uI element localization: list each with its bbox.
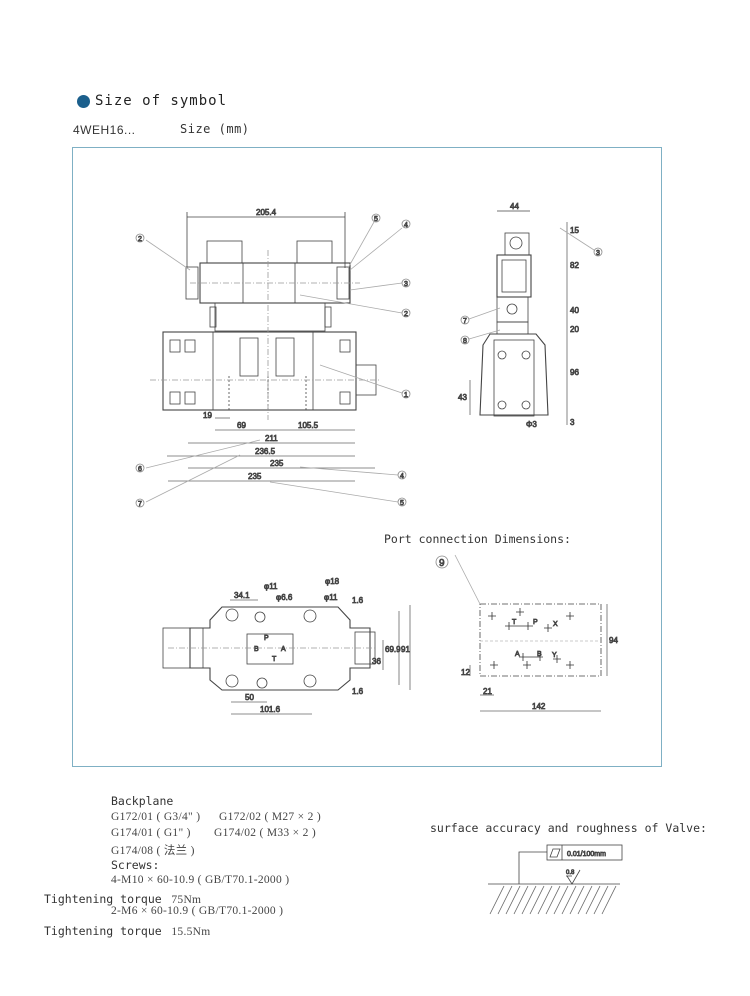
callout-number: 5: [400, 500, 404, 507]
callout-number: 6: [138, 466, 142, 473]
front-view: [145, 212, 403, 503]
port-pattern-view: [454, 554, 608, 712]
dim-label: 205.4: [256, 208, 277, 217]
dim-label: 40: [570, 306, 579, 315]
dim-label: 69: [237, 421, 246, 430]
model-label: 4WEH16...: [73, 123, 136, 137]
dim-label: 211: [265, 434, 278, 443]
port-label-b: B: [537, 651, 542, 658]
dim-label: 44: [510, 202, 519, 211]
dim-label: 96: [570, 368, 579, 377]
dim-label: 105.5: [298, 421, 319, 430]
dim-label: 20: [570, 325, 579, 334]
flatness-tolerance: 0.01/100mm: [567, 851, 606, 858]
callout-number: 4: [400, 473, 404, 480]
roughness-value: 0.8: [566, 870, 575, 876]
torque-value: 75Nm: [171, 894, 202, 906]
dim-label: Φ3: [526, 420, 537, 429]
dim-label: 101.6: [260, 705, 281, 714]
port-label-p: P: [533, 619, 538, 626]
backplane-item: G174/02 ( M33 × 2 ): [214, 827, 316, 839]
torque-line: Tightening torque 75Nm: [44, 888, 201, 907]
size-unit-label: Size (mm): [180, 122, 250, 136]
torque-label: Tightening torque: [44, 892, 162, 906]
callout-number: 1: [404, 392, 408, 399]
section-bullet-icon: [77, 95, 90, 108]
dim-label: 236.5: [255, 447, 276, 456]
port-label-b: B: [254, 646, 259, 653]
port-label-p: P: [264, 635, 269, 642]
screw-spec: 2-M6 × 60-10.9 ( GB/T70.1-2000 ): [111, 905, 284, 917]
side-view: [468, 210, 595, 425]
torque-label: Tightening torque: [44, 924, 162, 938]
callout-number: 2: [138, 236, 142, 243]
dim-label: 3: [570, 418, 575, 427]
dim-label: 15: [570, 226, 579, 235]
surface-symbol: [488, 844, 623, 915]
dim-label: 142: [532, 702, 546, 711]
port-label-x: X: [553, 621, 558, 628]
backplane-item: G172/01 ( G3/4" ): [111, 811, 201, 823]
callout-number: 7: [138, 501, 142, 508]
dim-label: 69.9: [385, 645, 401, 654]
port-label-t: T: [512, 619, 517, 626]
dim-label: 1.6: [352, 596, 364, 605]
dim-label: φ11: [324, 593, 338, 602]
torque-line: Tightening torque 15.5Nm: [44, 920, 211, 939]
callout-number: 5: [374, 216, 378, 223]
dim-label: 36: [372, 657, 381, 666]
callout-number: 9: [439, 558, 445, 569]
callout-number: 8: [463, 338, 467, 345]
screws-title: Screws:: [111, 858, 160, 872]
dim-label: 50: [245, 693, 254, 702]
backplane-item: G174/08 ( 法兰 ): [111, 845, 195, 857]
callout-number: 3: [404, 281, 408, 288]
dim-label: 21: [483, 687, 492, 696]
dim-label: 91: [401, 645, 410, 654]
dim-label: φ6.6: [276, 593, 293, 602]
screw-spec: 4-M10 × 60-10.9 ( GB/T70.1-2000 ): [111, 874, 290, 886]
dim-label: 12: [461, 668, 470, 677]
callout-number: 2: [404, 311, 408, 318]
callout-number: 3: [596, 250, 600, 257]
port-label-a: A: [515, 651, 520, 658]
port-label-y: Y: [552, 652, 557, 659]
callout-number: 7: [463, 318, 467, 325]
drawing-frame: [72, 147, 662, 767]
dim-label: 19: [203, 411, 212, 420]
dim-label: 235: [270, 459, 284, 468]
bottom-view: [162, 599, 411, 715]
torque-value: 15.5Nm: [171, 926, 211, 938]
dim-label: 34.1: [234, 591, 250, 600]
backplane-item: G174/01 ( G1" ): [111, 827, 191, 839]
port-label-t: T: [272, 656, 277, 663]
section-title: Size of symbol: [95, 93, 228, 109]
dim-label: 43: [458, 393, 467, 402]
port-connection-title: Port connection Dimensions:: [384, 532, 571, 546]
dim-label: φ18: [325, 577, 340, 586]
backplane-title: Backplane: [111, 794, 174, 808]
dim-label: 235: [248, 472, 262, 481]
dim-label: 82: [570, 261, 579, 270]
port-label-a: A: [281, 646, 286, 653]
dim-label: 1.6: [352, 687, 364, 696]
dim-label: 94: [609, 636, 618, 645]
surface-title: surface accuracy and roughness of Valve:: [430, 821, 707, 835]
callout-number: 4: [404, 222, 408, 229]
backplane-item: G172/02 ( M27 × 2 ): [219, 811, 321, 823]
dim-label: φ11: [264, 582, 278, 591]
